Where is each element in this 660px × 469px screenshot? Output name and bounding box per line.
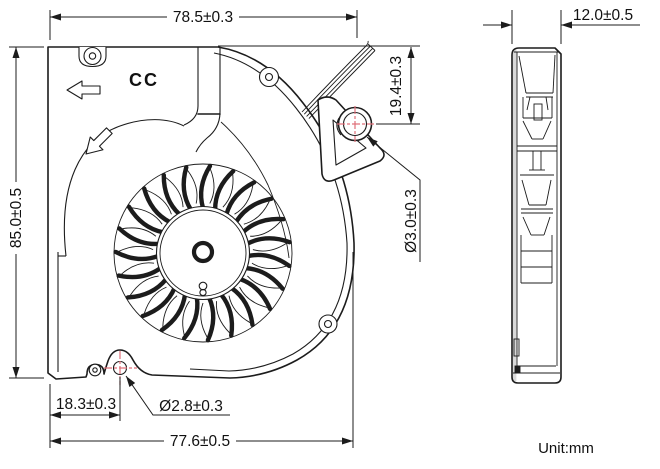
impeller-blade: [125, 276, 169, 300]
dimension-arrowheads: [12, 13, 572, 445]
volute-tongue-inner: [195, 47, 221, 153]
impeller-blade-hidden-line: [182, 300, 190, 336]
impeller-blade: [116, 265, 163, 280]
dim-text-backing: [7, 182, 24, 254]
impeller-blade: [113, 249, 161, 262]
screw-boss-top: [258, 66, 280, 88]
impeller-blade-hidden-line: [131, 207, 163, 225]
impeller-blade-hidden-line: [250, 220, 282, 237]
impeller-blade-hidden-line: [234, 185, 254, 215]
impeller-blade-hidden-line: [228, 295, 251, 324]
hub-center-hole: [191, 240, 215, 264]
impeller-blade: [182, 295, 200, 341]
ear-center-mark: [337, 106, 374, 142]
flow-direction-arrow-icon: [66, 80, 101, 100]
impeller-blade: [140, 285, 177, 319]
rotation-label: CC: [129, 70, 159, 90]
impeller-blade-hidden-line: [122, 227, 157, 237]
impeller-blade: [205, 295, 216, 343]
impeller-blade-hidden-line: [146, 189, 172, 215]
impeller-blade: [243, 265, 285, 291]
impeller-blade-hidden-line: [129, 275, 159, 296]
impeller-blade: [245, 252, 292, 269]
mount-tab-bottom-left: [88, 363, 102, 377]
impeller-blade: [198, 163, 213, 211]
dim-ear-hole-offset: 19.4±0.3: [388, 56, 405, 116]
dim-height: 85.0±0.5: [8, 188, 25, 248]
impeller-blade: [237, 276, 273, 312]
volute-tongue-outer: [183, 47, 199, 126]
impeller-blade-hidden-line: [247, 275, 280, 289]
hub-detail-lower: [199, 288, 207, 297]
mount-tab-top-left: [78, 46, 107, 68]
side-outline: [511, 47, 562, 384]
impeller-blade-hidden-line: [143, 286, 167, 314]
impeller-blade-hidden-line: [165, 177, 184, 208]
impeller-blade: [218, 292, 235, 338]
impeller-blade: [240, 216, 286, 235]
dim-text-backing: [164, 432, 236, 449]
impeller-blade-hidden-line: [243, 201, 270, 225]
impeller-blade-hidden-line: [118, 246, 154, 252]
bottom-hole: [104, 351, 137, 385]
side-wall-shade: [512, 49, 517, 381]
impeller-blade-hidden-line: [121, 262, 155, 275]
screw-boss-bottom-right: [318, 314, 338, 334]
side-internal-lines: [513, 51, 560, 374]
impeller-blade-hidden-line: [252, 242, 287, 252]
dim-text-backing: [167, 8, 239, 25]
dimensions: 78.5±0.3 85.0±0.5 77.6±0.5 18.3±0.3 Ø2.8…: [7, 7, 640, 450]
impeller-blade: [229, 285, 255, 328]
impeller-blades: [113, 163, 292, 343]
volute-scroll: [63, 119, 185, 257]
impeller-blade: [181, 165, 194, 212]
impeller-blade: [224, 180, 257, 217]
bottom-hole-center-mark: [104, 351, 137, 385]
impeller-blade: [141, 186, 173, 225]
impeller-blade-hidden-line: [187, 170, 198, 204]
rotation-direction-arrow-icon: [85, 127, 113, 155]
wire-bundle: [301, 40, 376, 119]
ear-curl: [336, 117, 342, 136]
impeller-blade: [233, 196, 274, 225]
housing-inner-wall: [189, 52, 348, 372]
dim-top-width: 78.5±0.3: [173, 9, 233, 26]
impeller-blade-hidden-line: [209, 169, 215, 204]
impeller-blade: [117, 226, 162, 247]
symbols: CC: [66, 70, 159, 155]
dim-bottom-hole-diameter: Ø2.8±0.3: [159, 398, 223, 415]
impeller-blade-hidden-line: [222, 174, 234, 208]
mount-ear-right: [317, 96, 385, 182]
impeller-blade: [212, 168, 236, 212]
scroll-continuation: [220, 121, 290, 259]
impeller-blade: [126, 204, 166, 235]
impeller: [113, 163, 293, 343]
impeller-blade-hidden-line: [215, 301, 230, 334]
impeller-blade: [159, 292, 188, 333]
impeller-blade: [244, 236, 292, 247]
impeller-blade-hidden-line: [162, 295, 178, 327]
unit-note: Unit:mm: [538, 440, 594, 457]
dim-bottom-hole-offset: 18.3±0.3: [56, 396, 116, 413]
impeller-blade-hidden-line: [200, 302, 208, 338]
impeller-blade-hidden-line: [239, 286, 268, 308]
impeller-blade: [161, 172, 182, 217]
side-view: [511, 47, 562, 384]
extension-lines: [9, 10, 562, 448]
dim-side-thickness: 12.0±0.5: [573, 7, 633, 24]
dim-ear-hole-diameter: Ø3.0±0.3: [403, 189, 420, 253]
dim-bottom-width: 77.6±0.5: [170, 433, 230, 450]
impeller-blade-hidden-line: [251, 262, 287, 270]
tab-hole: [88, 52, 97, 60]
